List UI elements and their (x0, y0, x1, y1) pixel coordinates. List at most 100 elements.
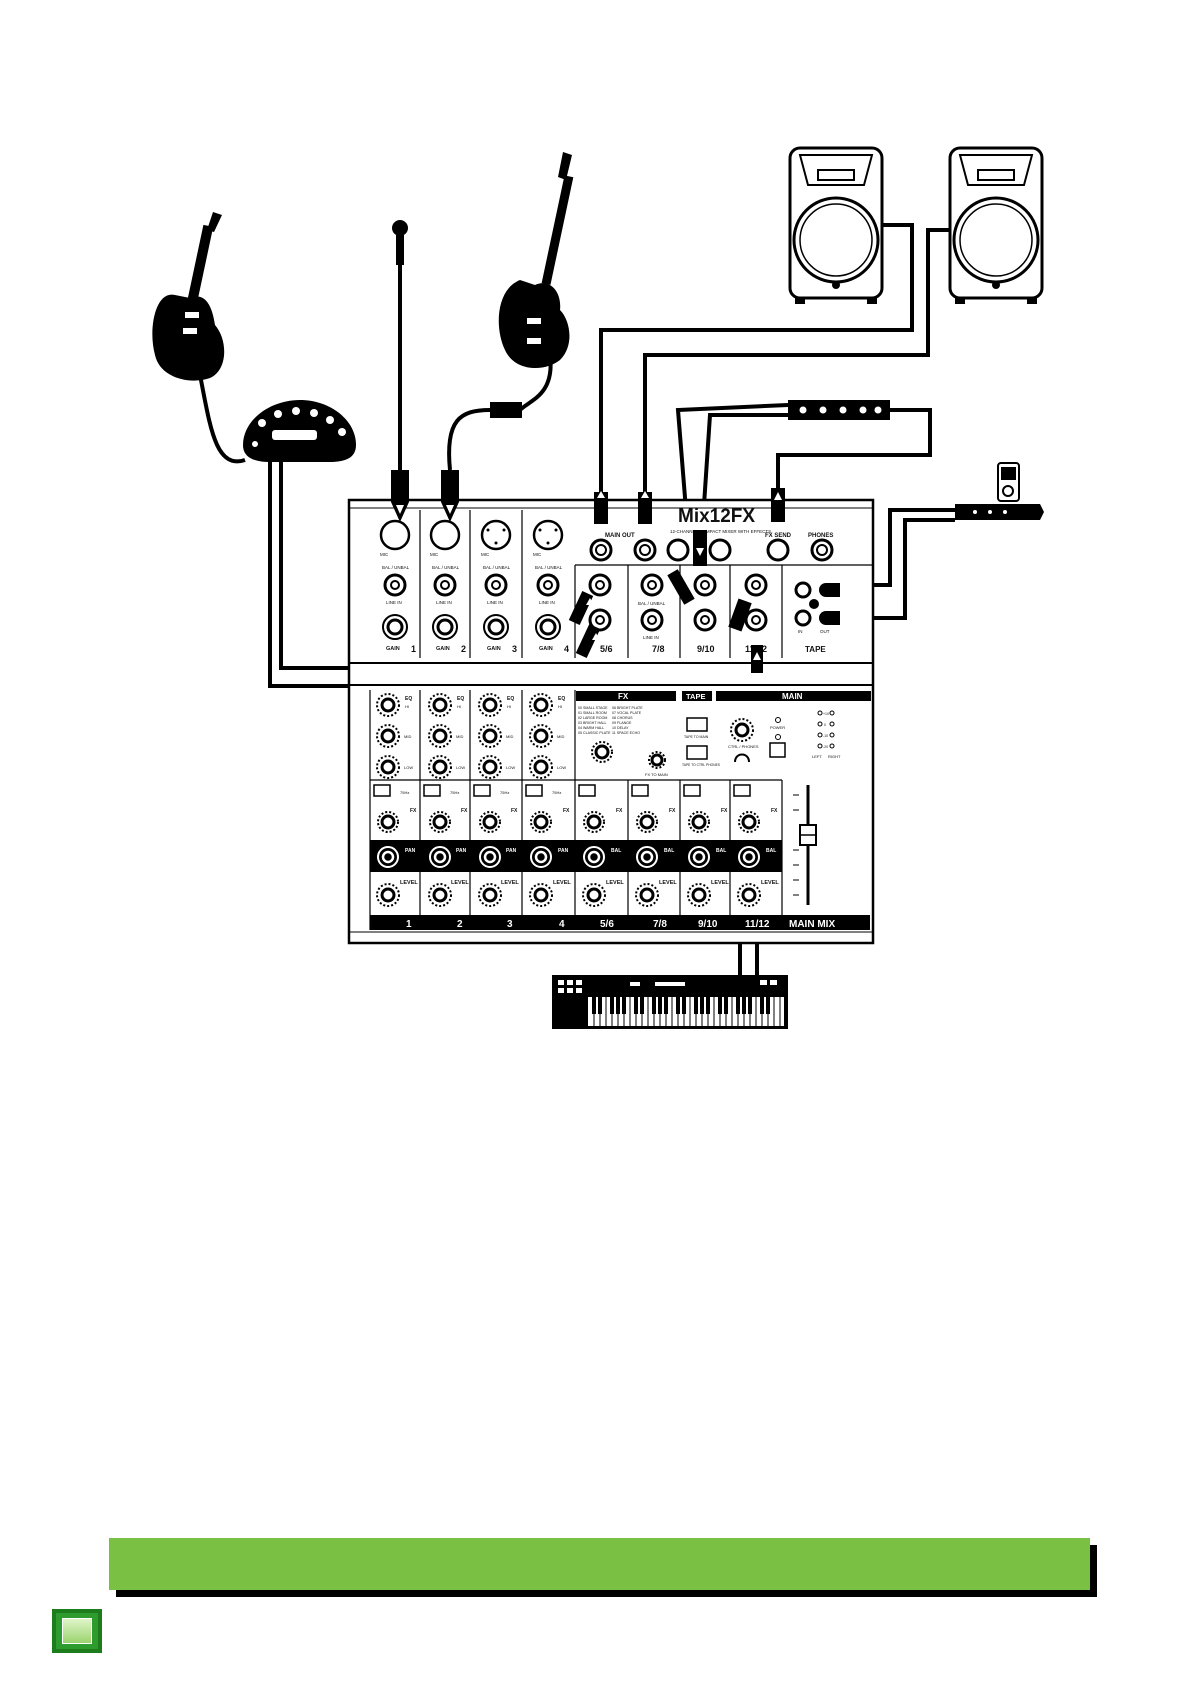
meter-mark-3: -20 (823, 745, 828, 749)
gain-label-2: GAIN (436, 646, 450, 652)
keyboard-icon (552, 975, 788, 1029)
low-cut-labels: 75Hz 75Hz 75Hz 75Hz (400, 790, 561, 795)
pan-label-2: PAN (456, 848, 467, 854)
top-ch-3: 3 (512, 644, 517, 654)
top-ch-2: 2 (461, 644, 466, 654)
fx-label-8: FX (771, 808, 778, 814)
fx-label-4: FX (563, 808, 570, 814)
fx-preset-11: 11 SPACE ECHO (612, 731, 640, 735)
eq-label-4: EQ (558, 696, 565, 702)
hi-label-4: HI (558, 704, 562, 709)
pan-knobs (377, 846, 760, 868)
phones-label: PHONES (808, 533, 833, 539)
page-number-box-inner (62, 1618, 92, 1644)
top-ch-1: 1 (411, 644, 416, 654)
cable-guitar1-pedal (198, 374, 246, 464)
speaker-right-icon (948, 146, 1044, 304)
bottom-ch-5-6: 5/6 (600, 919, 614, 930)
fx-preset-5: 05 CLASSIC PLATE (578, 731, 611, 735)
mid-label-3: MID (506, 734, 513, 739)
mono-channel-jacks (379, 519, 564, 640)
mic-label-1: MIC (380, 552, 389, 557)
mixer: Mix12FX 12-CHANNEL COMPACT MIXER WITH EF… (347, 498, 875, 945)
gain-label-1: GAIN (386, 646, 400, 652)
level-label-2: LEVEL (451, 880, 469, 886)
stereo-jack-labels: BAL / UNBAL LINE IN (638, 601, 666, 640)
cable-fx-send (776, 408, 932, 500)
external-effects-unit-icon (788, 400, 890, 420)
top-ch-4: 4 (564, 644, 569, 654)
pan-label-3: PAN (506, 848, 517, 854)
fx-preset-2: 02 LARGE ROOM (578, 716, 607, 720)
gain-label-4: GAIN (539, 646, 553, 652)
low-cut-label-4: 75Hz (552, 790, 561, 795)
bal-knob-label-7: BAL (716, 848, 726, 854)
mic-label-2: MIC (430, 552, 439, 557)
bottom-ch-4: 4 (559, 919, 565, 930)
level-label-6: LEVEL (659, 880, 677, 886)
fx-preset-0: 00 SMALL STAGE (578, 706, 608, 710)
mic-label-3: MIC (481, 552, 490, 557)
level-label-1: LEVEL (400, 880, 418, 886)
eq-label-3: EQ (507, 696, 514, 702)
bottom-ch-2: 2 (457, 919, 463, 930)
eq-knobs (376, 693, 553, 779)
level-knobs (376, 883, 761, 907)
line-in-label-7-8: LINE IN (643, 635, 659, 640)
meter-right-label: RIGHT (828, 754, 841, 759)
level-labels: LEVEL LEVEL LEVEL LEVEL LEVEL LEVEL LEVE… (400, 880, 779, 886)
bal-label-3: BAL / UNBAL (483, 565, 511, 570)
speaker-left-icon (788, 146, 884, 304)
fx-to-main-label: FX TO MAIN (645, 772, 668, 777)
cable-di-ch2 (447, 408, 491, 471)
pan-label-4: PAN (558, 848, 569, 854)
fx-panel: FX 00 SMALL STAGE 01 SMALL ROOM 02 LARGE… (576, 691, 676, 777)
bal-knob-label-8: BAL (766, 848, 776, 854)
main-out-jacks (589, 538, 657, 562)
tape-control-title: TAPE (686, 692, 705, 701)
line-in-label-1: LINE IN (386, 600, 402, 605)
fx-label-7: FX (721, 808, 728, 814)
pan-bal-labels: PAN PAN PAN PAN BAL BAL BAL BAL (405, 848, 776, 854)
page-number-box (52, 1609, 102, 1653)
fx-labels: FX FX FX FX FX FX FX FX (410, 808, 778, 814)
fx-preset-7: 07 VOCAL PLATE (612, 711, 642, 715)
fx-title: FX (618, 692, 629, 701)
tape-control-panel: TAPE TAPE TO MAIN TAPE TO CTRL PHONES (682, 691, 721, 767)
mid-label-4: MID (557, 734, 564, 739)
di-box-icon (490, 402, 522, 418)
mid-label-2: MID (456, 734, 463, 739)
line-in-label-2: LINE IN (436, 600, 452, 605)
cable-plugs (391, 470, 840, 673)
low-cut-buttons[interactable] (373, 784, 751, 797)
tape-in-label: IN (798, 629, 803, 634)
mono-channel-labels: MIC MIC MIC MIC BAL / UNBAL BAL / UNBAL … (380, 552, 563, 652)
pan-label-1: PAN (405, 848, 416, 854)
eq-label-2: EQ (457, 696, 464, 702)
low-label-3: LOW (506, 765, 515, 770)
bottom-ch-9-10: 9/10 (698, 919, 718, 930)
tape-jack-label: TAPE (805, 645, 826, 654)
low-label-4: LOW (557, 765, 566, 770)
low-label-1: LOW (404, 765, 413, 770)
fx-label-1: FX (410, 808, 417, 814)
power-label: POWER (770, 725, 785, 730)
bottom-ch-3: 3 (507, 919, 513, 930)
tape-to-ctrl-label: TAPE TO CTRL PHONES (682, 763, 721, 767)
bottom-ch-11-12: 11/12 (745, 919, 770, 930)
bal-label-1: BAL / UNBAL (382, 565, 410, 570)
fx-preset-10: 10 DELAY (612, 726, 629, 730)
low-label-2: LOW (456, 765, 465, 770)
mid-label-1: MID (404, 734, 411, 739)
eq-label-1: EQ (405, 696, 412, 702)
fx-label-6: FX (669, 808, 676, 814)
fx-label-2: FX (461, 808, 468, 814)
mixer-subtitle: 12-CHANNEL COMPACT MIXER WITH EFFECTS (670, 529, 771, 534)
cable-main-out-left (599, 223, 914, 500)
level-label-7: LEVEL (711, 880, 729, 886)
main-mix-label: MAIN MIX (789, 919, 835, 930)
main-fader[interactable] (793, 785, 817, 905)
main-panel: MAIN CTRL / PHONES POWER +10 0 -10 -20 L… (716, 691, 871, 763)
bal-label-2: BAL / UNBAL (432, 565, 460, 570)
